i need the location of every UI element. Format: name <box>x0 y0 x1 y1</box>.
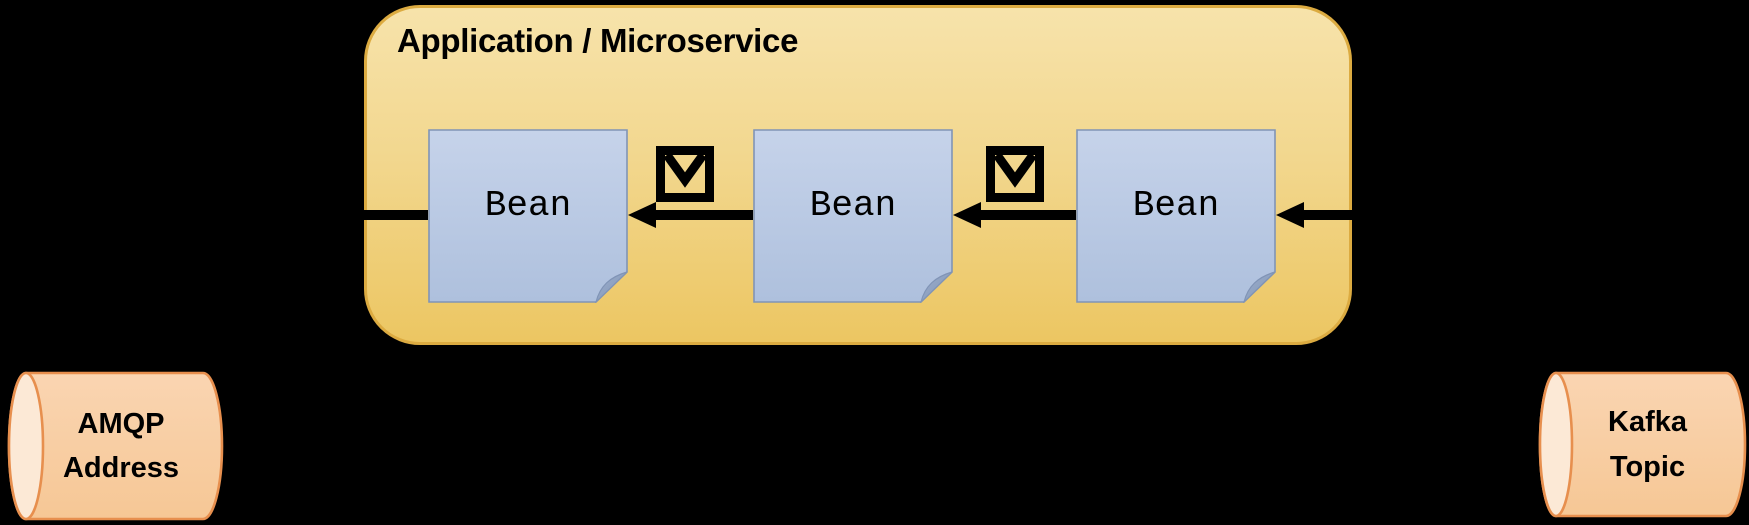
bean-fold-corner <box>1243 271 1276 303</box>
bean-label: Bean <box>485 185 571 226</box>
kafka-label-line2: Topic <box>1609 450 1686 483</box>
application-title: Application / Microservice <box>397 22 799 59</box>
arrowhead-toward-amqp-icon <box>212 202 240 228</box>
bean-label: Bean <box>1133 185 1219 226</box>
bean-node-1: Bean <box>428 129 628 303</box>
bean-fold-corner <box>920 271 953 303</box>
amqp-label-line2: Address <box>62 452 180 484</box>
bean-fold-corner <box>595 271 628 303</box>
connector-line-bean1-to-amqp <box>240 210 428 220</box>
connector-line-bean2-to-bean1 <box>656 210 753 220</box>
bean-node-3: Bean <box>1076 129 1276 303</box>
cylinder-cap <box>1538 371 1574 518</box>
connector-line-kafka-to-bean3 <box>1304 210 1600 220</box>
kafka-topic-cylinder <box>1538 371 1747 518</box>
bean-node-2: Bean <box>753 129 953 303</box>
amqp-address-label: AMQP Address <box>4 371 224 521</box>
arrowhead-into-bean3-icon <box>1276 202 1304 228</box>
message-envelope-icon <box>986 146 1044 202</box>
arrowhead-into-bean2-icon <box>953 202 981 228</box>
cylinder-cap <box>7 371 45 521</box>
kafka-topic-label: Kafka Topic <box>1536 371 1747 518</box>
amqp-address-cylinder <box>7 371 224 521</box>
connector-line-bean3-to-bean2 <box>981 210 1076 220</box>
message-envelope-icon <box>656 146 714 202</box>
arrowhead-into-bean1-icon <box>628 202 656 228</box>
bean-label: Bean <box>810 185 896 226</box>
kafka-label-line1: Kafka <box>1608 406 1687 439</box>
amqp-label-line1: AMQP <box>77 407 165 440</box>
